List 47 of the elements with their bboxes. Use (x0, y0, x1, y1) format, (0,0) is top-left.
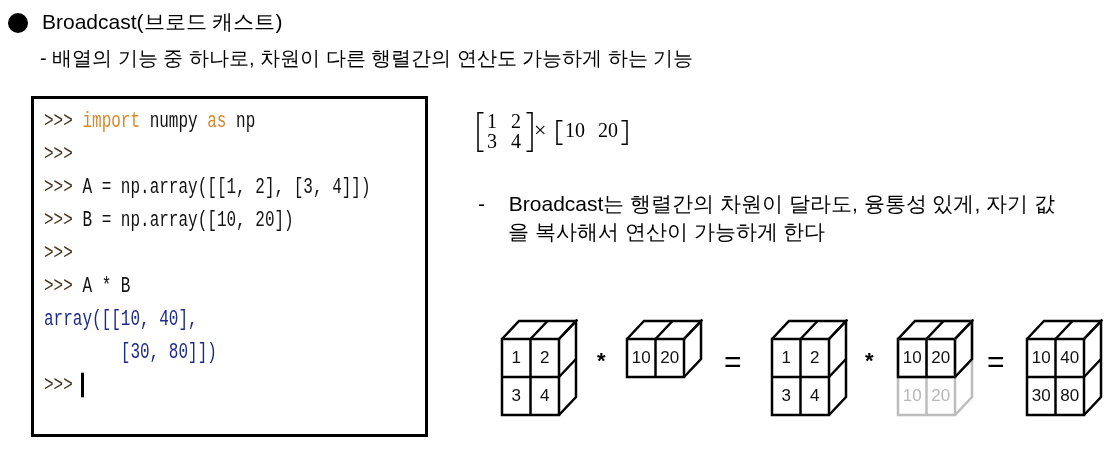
cube-number: 3 (780, 386, 792, 406)
code-line: >>> (44, 371, 73, 399)
cube-number: 1 (510, 348, 522, 368)
equals-sign: = (987, 347, 1005, 377)
cube-number: 4 (539, 386, 551, 406)
code-line: >>> (44, 140, 73, 168)
description-text: - Broadcast는 행렬간의 차원이 달라도, 융통성 있게, 자기 값을 복사해서 연산이 가능하게 한다 (478, 191, 1056, 245)
matrix-entry: 1 (487, 111, 497, 131)
array-cube (770, 319, 848, 417)
array-cube (625, 319, 703, 379)
code-panel (31, 96, 428, 437)
code-line: >>> A * B (44, 272, 131, 300)
array-cube (500, 319, 578, 417)
cube-number: 20 (930, 348, 952, 368)
vector-entry: 10 (565, 120, 585, 140)
multiply-operator: * (865, 351, 874, 371)
equals-sign: = (724, 347, 742, 377)
multiply-sign: × (534, 120, 547, 140)
cube-number: 2 (539, 348, 551, 368)
code-line: >>> A = np.array([[1, 2], [3, 4]]) (44, 173, 371, 201)
cube-number: 3 (510, 386, 522, 406)
array-cube (1025, 319, 1103, 417)
description-text: - 배열의 기능 중 하나로, 차원이 다른 행렬간의 연산도 가능하게 하는 기능 (40, 46, 694, 71)
vector-entry: 20 (598, 120, 618, 140)
cube-number: 10 (901, 348, 923, 368)
matrix-entry: 3 (487, 131, 497, 151)
heading: Broadcast(브로드 캐스트) (42, 9, 283, 35)
code-line: >>> import numpy as np (44, 107, 256, 135)
array-cube (896, 319, 974, 417)
cube-number: 40 (1059, 348, 1081, 368)
cube-number: 80 (1059, 386, 1081, 406)
matrix-entry: 2 (511, 111, 521, 131)
cube-number: 30 (1030, 386, 1052, 406)
matrix-entry: 4 (511, 131, 521, 151)
cube-number: 20 (930, 386, 952, 406)
code-line: >>> B = np.array([10, 20]) (44, 206, 294, 234)
cube-number: 20 (659, 348, 681, 368)
cube-number: 10 (630, 348, 652, 368)
code-line: [30, 80]]) (120, 338, 217, 366)
cube-number: 1 (780, 348, 792, 368)
code-line: array([[10, 40], (44, 305, 198, 333)
cube-number: 10 (901, 386, 923, 406)
cube-number: 2 (809, 348, 821, 368)
multiply-operator: * (597, 351, 606, 371)
cube-number: 4 (809, 386, 821, 406)
cube-number: 10 (1030, 348, 1052, 368)
code-line: >>> (44, 239, 73, 267)
